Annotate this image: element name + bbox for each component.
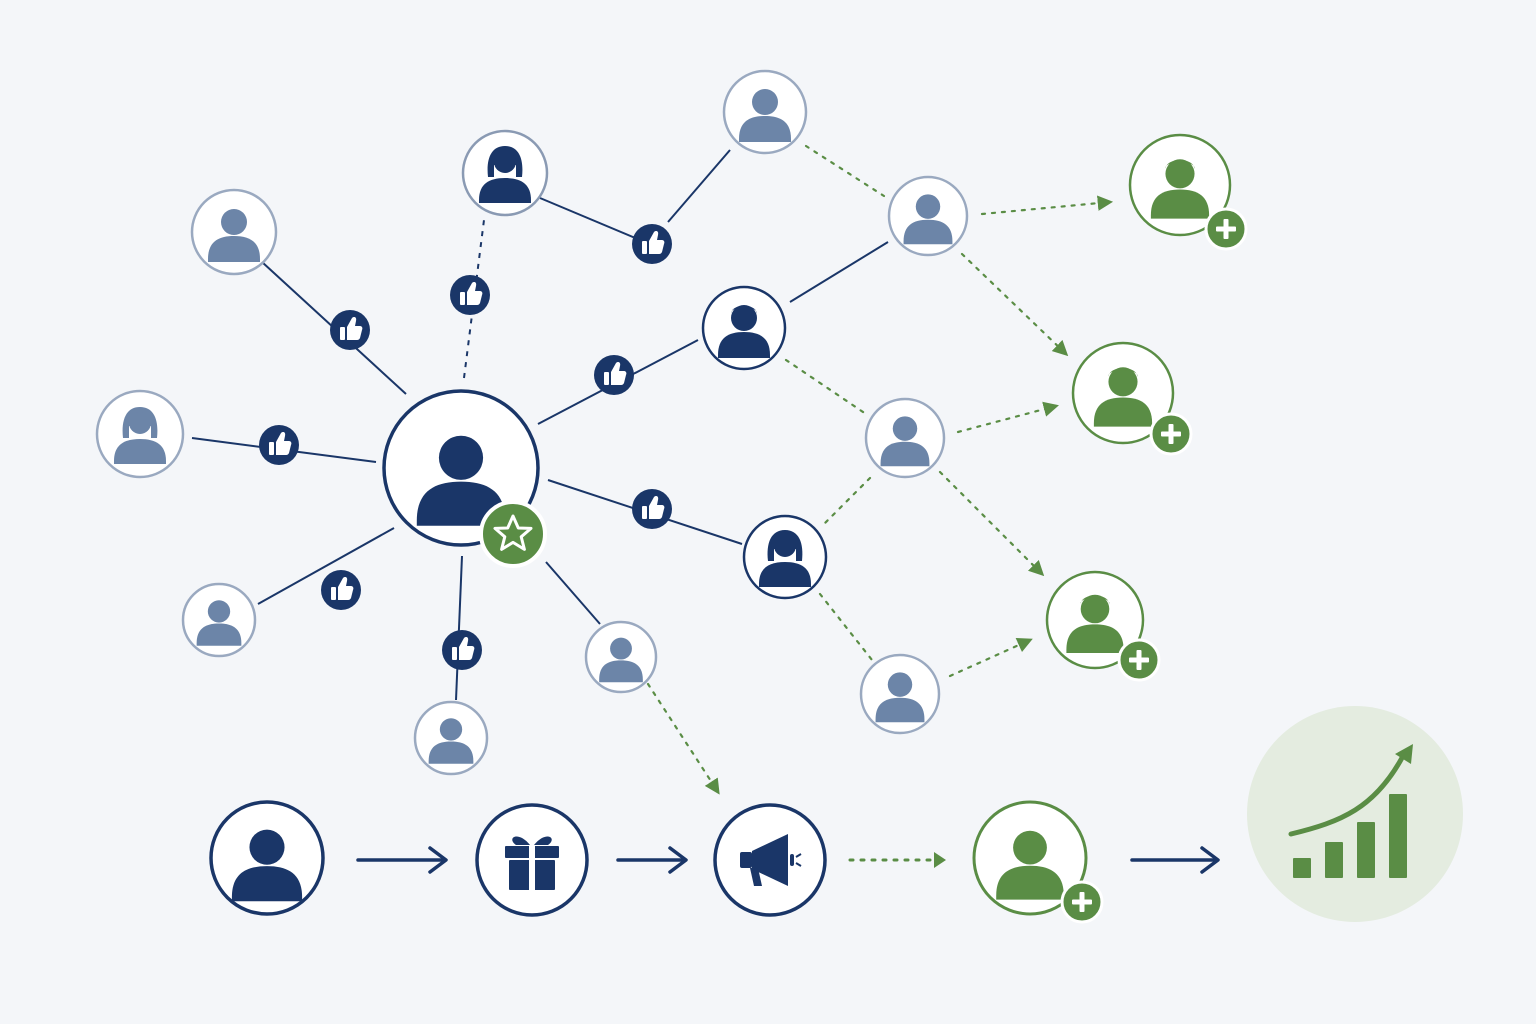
path-to-new-3a bbox=[938, 470, 1045, 577]
megaphone-icon bbox=[740, 834, 802, 886]
thumbs-up-icon bbox=[632, 224, 672, 264]
star-icon bbox=[493, 514, 533, 551]
avatar bbox=[584, 620, 658, 694]
path-to-new-1 bbox=[980, 195, 1114, 216]
thumbs-up-icon bbox=[321, 570, 361, 610]
link-male-relay bbox=[789, 241, 889, 303]
path-female-relay3 bbox=[818, 592, 874, 662]
new-customer bbox=[1128, 133, 1248, 251]
avatar bbox=[701, 285, 787, 371]
avatar bbox=[461, 129, 549, 217]
path-to-new-2b bbox=[956, 401, 1059, 434]
path-top-relay bbox=[804, 144, 886, 198]
center-person bbox=[382, 389, 547, 568]
avatar bbox=[413, 700, 489, 776]
flow-step-new-customer bbox=[972, 800, 1104, 924]
new-customer bbox=[1071, 341, 1193, 456]
link-like-top bbox=[667, 149, 731, 223]
thumbs-up-icon bbox=[259, 425, 299, 465]
new-customers bbox=[1045, 133, 1248, 682]
new-customer bbox=[1045, 570, 1161, 682]
gift-icon bbox=[505, 836, 559, 890]
flow-step-growth bbox=[1247, 706, 1463, 922]
link-bottom-right bbox=[545, 561, 601, 625]
flow-arrow bbox=[356, 846, 448, 874]
star-badge bbox=[479, 500, 547, 568]
thumbs-up-icon bbox=[330, 310, 370, 350]
path-to-new-2a bbox=[960, 252, 1069, 357]
avatar bbox=[722, 69, 808, 155]
plus-icon bbox=[1060, 880, 1104, 924]
plus-icon bbox=[1204, 207, 1248, 251]
avatar bbox=[887, 175, 969, 257]
path-relay2-female bbox=[822, 476, 872, 526]
growth-chart-icon bbox=[1288, 744, 1413, 878]
avatar bbox=[190, 188, 278, 276]
link-left-low bbox=[257, 527, 395, 605]
referral-flow bbox=[209, 706, 1463, 924]
avatar bbox=[95, 389, 185, 479]
thumbs-up-icon bbox=[450, 275, 490, 315]
referral-paths bbox=[646, 144, 1114, 795]
network-links bbox=[191, 149, 889, 701]
flow-arrow bbox=[616, 846, 688, 874]
thumbs-up-icon bbox=[632, 489, 672, 529]
thumbs-up-icon bbox=[594, 355, 634, 395]
flow-arrow bbox=[1130, 846, 1220, 874]
navy-people bbox=[461, 129, 828, 600]
plus-icon bbox=[1149, 412, 1193, 456]
path-to-new-3b bbox=[948, 638, 1033, 678]
flow-step-reward bbox=[475, 803, 589, 917]
plus-icon bbox=[1117, 638, 1161, 682]
avatar bbox=[181, 582, 257, 658]
avatar bbox=[742, 514, 828, 600]
flow-step-customer bbox=[209, 800, 325, 916]
link-female-like bbox=[539, 197, 641, 241]
flow-step-share bbox=[713, 803, 827, 917]
link-bottom bbox=[455, 555, 463, 701]
path-male-relay2 bbox=[784, 358, 868, 416]
avatar bbox=[864, 397, 946, 479]
flow-dotted-arrow bbox=[848, 852, 946, 868]
muted-people bbox=[95, 69, 969, 776]
path-to-flow bbox=[646, 682, 720, 795]
thumbs-up-icon bbox=[442, 630, 482, 670]
avatar bbox=[859, 653, 941, 735]
